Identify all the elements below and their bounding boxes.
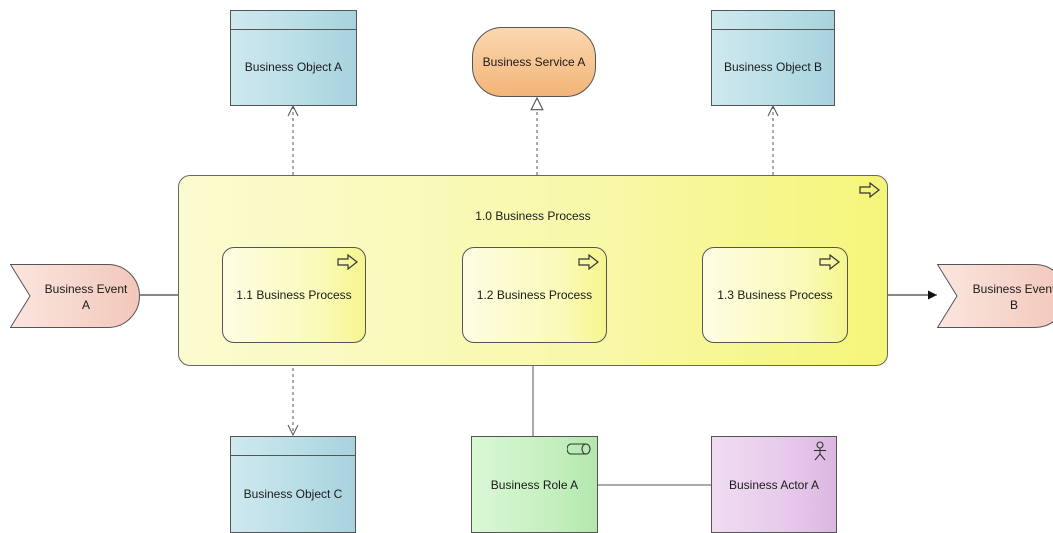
event-label: Business Event B bbox=[959, 281, 1053, 313]
event-label-line1: Business Event bbox=[44, 282, 128, 296]
role-cylinder-icon bbox=[567, 443, 591, 455]
process-arrow-icon bbox=[337, 254, 358, 270]
object-header bbox=[231, 11, 356, 30]
business-service-a[interactable]: Business Service A bbox=[472, 27, 596, 97]
business-event-a[interactable]: Business Event A bbox=[10, 264, 140, 328]
stick-figure-icon bbox=[814, 441, 826, 461]
business-object-a[interactable]: Business Object A bbox=[230, 10, 357, 106]
role-label: Business Role A bbox=[490, 477, 579, 492]
process-arrow-icon bbox=[819, 254, 840, 270]
event-shape bbox=[10, 264, 140, 328]
business-actor-a[interactable]: Business Actor A bbox=[711, 436, 837, 533]
event-shape bbox=[937, 264, 1053, 328]
process-1-1[interactable]: 1.1 Business Process bbox=[222, 247, 366, 343]
process-label: 1.2 Business Process bbox=[476, 288, 593, 302]
business-object-b[interactable]: Business Object B bbox=[711, 10, 835, 106]
event-label-line1: Business Event bbox=[972, 282, 1053, 296]
process-label: 1.3 Business Process bbox=[717, 288, 833, 302]
object-label: Business Object B bbox=[723, 60, 823, 74]
process-arrow-icon bbox=[859, 182, 880, 198]
object-label: Business Object A bbox=[244, 60, 343, 74]
object-header bbox=[231, 437, 355, 456]
process-1-2[interactable]: 1.2 Business Process bbox=[462, 247, 607, 343]
business-event-b[interactable]: Business Event B bbox=[937, 264, 1053, 328]
object-header bbox=[712, 11, 834, 30]
actor-label: Business Actor A bbox=[728, 477, 820, 492]
event-label: Business Event A bbox=[32, 281, 140, 313]
event-label-line2: B bbox=[1009, 298, 1018, 312]
process-label: 1.1 Business Process bbox=[236, 288, 352, 302]
group-label: 1.0 Business Process bbox=[475, 209, 591, 223]
process-1-3[interactable]: 1.3 Business Process bbox=[702, 247, 848, 343]
business-role-a[interactable]: Business Role A bbox=[471, 436, 598, 533]
business-object-c[interactable]: Business Object C bbox=[230, 436, 356, 533]
event-label-line2: A bbox=[81, 298, 90, 312]
process-arrow-icon bbox=[578, 254, 599, 270]
object-label: Business Object C bbox=[243, 486, 343, 501]
